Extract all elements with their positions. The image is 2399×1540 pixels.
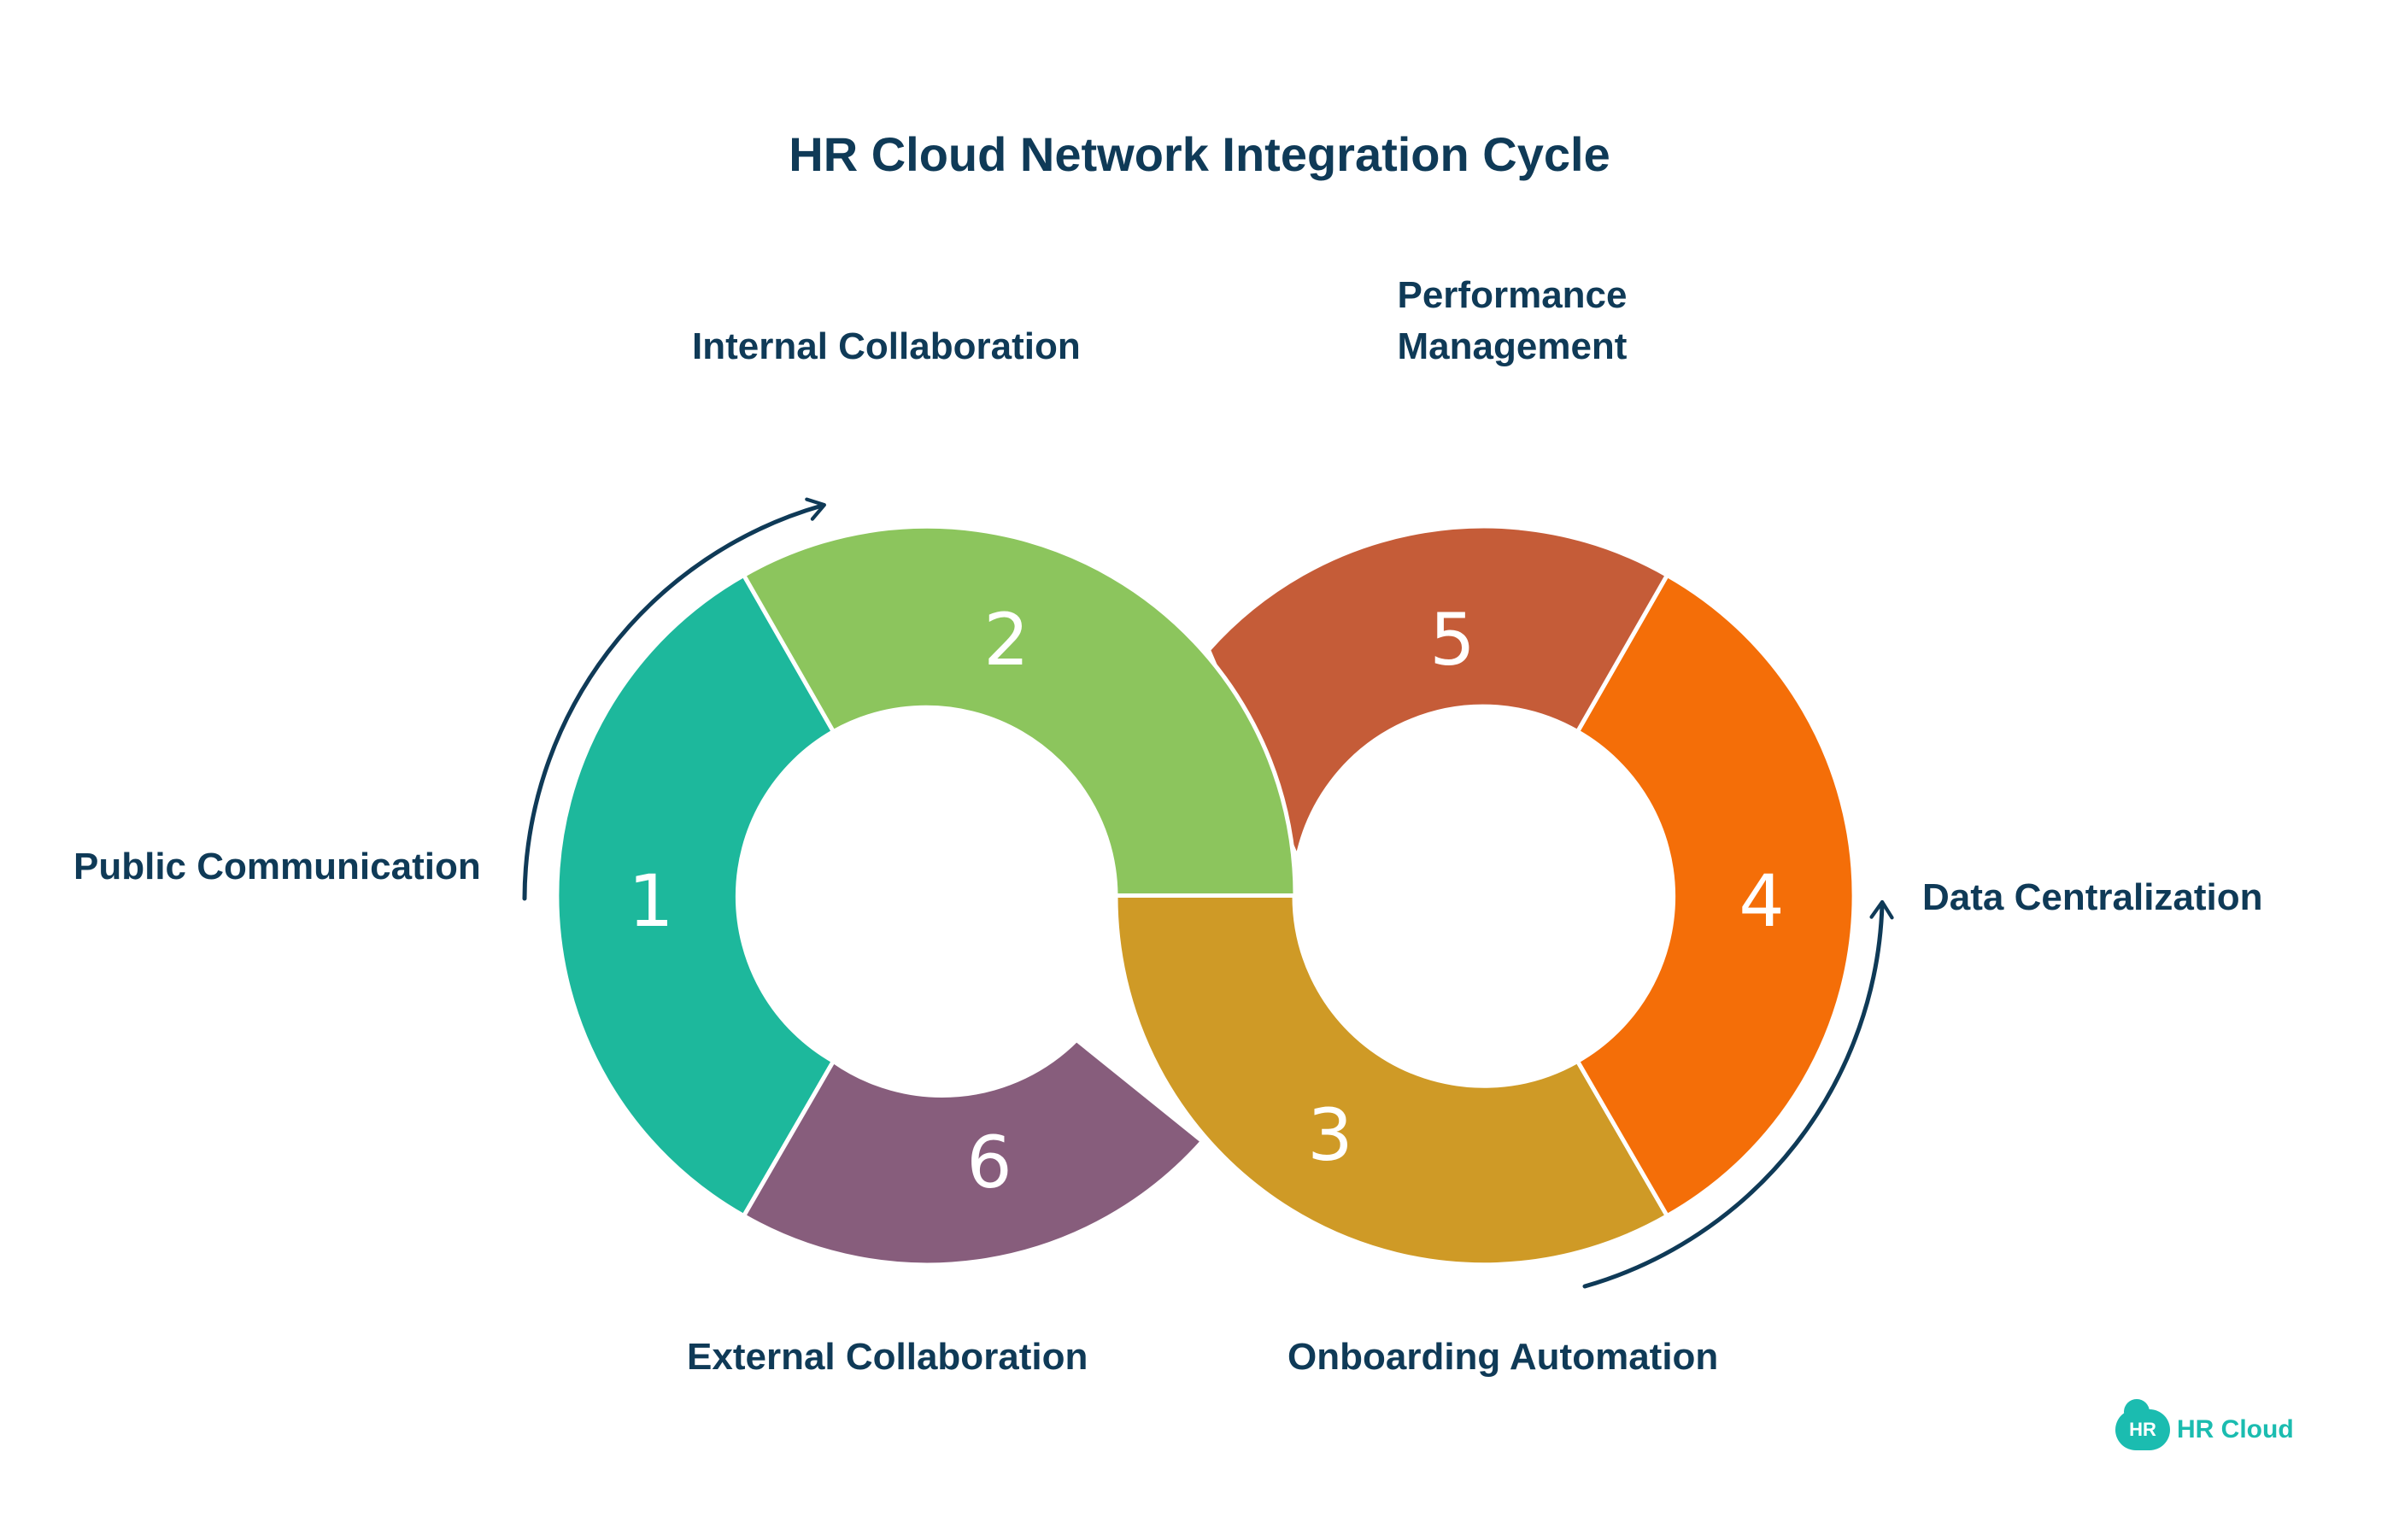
segment-3: [1113, 893, 1670, 1268]
cloud-icon: HR: [2115, 1399, 2170, 1450]
label-performance-management: Performance Management: [1367, 270, 1657, 372]
segment-6: [741, 1036, 1206, 1268]
segment-5: [1205, 524, 1670, 866]
segment-number-1: 1: [628, 859, 673, 943]
segment-1: [554, 571, 836, 1219]
label-public-communication: Public Communication: [73, 846, 481, 887]
segment-number-6: 6: [966, 1121, 1012, 1204]
segment-number-4: 4: [1739, 859, 1784, 943]
logo-badge: HR: [2129, 1419, 2156, 1440]
segment-number-5: 5: [1429, 598, 1475, 682]
label-onboarding-automation: Onboarding Automation: [1287, 1336, 1719, 1378]
label-management: Management: [1397, 325, 1628, 367]
logo-text: HR Cloud: [2177, 1415, 2294, 1443]
flow-arrow-left: [522, 497, 826, 901]
label-performance: Performance: [1397, 274, 1628, 316]
diagram-title: HR Cloud Network Integration Cycle: [789, 127, 1610, 181]
segment-2: [741, 524, 1298, 898]
label-internal-collaboration: Internal Collaboration: [692, 325, 1081, 367]
label-data-centralization: Data Centralization: [1922, 876, 2263, 918]
segment-number-2: 2: [983, 598, 1029, 682]
hr-cloud-logo: HR HR Cloud: [2115, 1399, 2294, 1452]
label-external-collaboration: External Collaboration: [687, 1336, 1088, 1378]
segment-4: [1575, 571, 1856, 1219]
segment-number-3: 3: [1307, 1093, 1352, 1177]
flow-arrow-right: [1582, 899, 1894, 1289]
